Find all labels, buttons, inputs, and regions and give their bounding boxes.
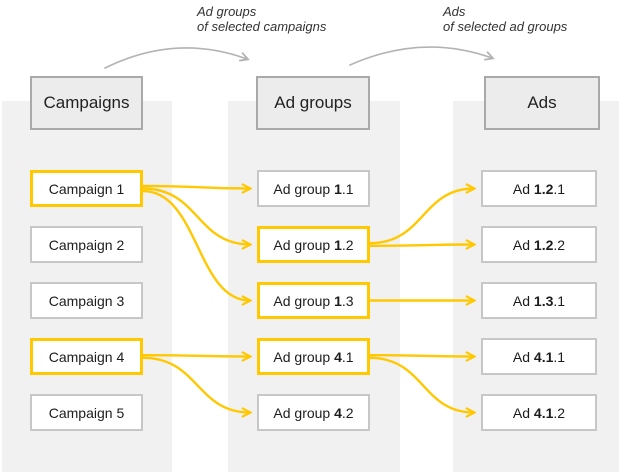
item-label: Campaign 4: [48, 348, 125, 365]
item-label: Campaign 2: [48, 236, 125, 253]
item-label: Campaign 1: [48, 180, 125, 197]
ad-group-1.3-box: Ad group 1.3: [257, 282, 370, 319]
connection-campaign-1-to-ad-group-1.1: [141, 186, 250, 189]
ad-4.1.2-box: Ad 4.1.2: [481, 394, 597, 431]
connection-campaign-4-to-ad-group-4.2: [141, 356, 250, 413]
flow-label-line: Ad groups: [197, 4, 257, 19]
ad-groups-header: Ad groups: [256, 76, 370, 130]
campaign-2-box: Campaign 2: [30, 226, 143, 263]
campaigns-to-ad-groups-arrow: [104, 47, 250, 69]
ad-1.3.1-box: Ad 1.3.1: [481, 282, 597, 319]
connection-ad-group-4.1-to-ad-4.1.2: [368, 356, 474, 413]
campaign-1-box: Campaign 1: [30, 170, 143, 207]
ads-header: Ads: [484, 76, 600, 130]
ad-4.1.1-box: Ad 4.1.1: [481, 338, 597, 375]
item-label: Ad group: [273, 180, 335, 197]
item-label: Ad group: [273, 236, 335, 253]
ad-1.2.2-box: Ad 1.2.2: [481, 226, 597, 263]
ad-1.2.1-box: Ad 1.2.1: [481, 170, 597, 207]
connection-campaign-1-to-ad-group-1.2: [141, 187, 250, 245]
item-label: Ad group: [273, 404, 335, 421]
connection-ad-group-1.2-to-ad-1.2.2: [368, 245, 474, 246]
campaign-4-box: Campaign 4: [30, 338, 143, 375]
item-label: Campaign 5: [48, 404, 125, 421]
flow-label-line: Ads: [443, 4, 466, 19]
item-label: Ad: [512, 404, 534, 421]
ad-group-1.1-box: Ad group 1.1: [257, 170, 370, 207]
item-label: Campaign 3: [48, 292, 125, 309]
flow-label-ad-groups: Ad groups of selected campaigns: [197, 4, 326, 34]
item-label: Ad: [512, 292, 534, 309]
flow-label-ads: Ads of selected ad groups: [443, 4, 567, 34]
item-label: Ad: [512, 180, 534, 197]
ad-group-4.2-box: Ad group 4.2: [257, 394, 370, 431]
ad-group-1.2-box: Ad group 1.2: [257, 226, 370, 263]
campaign-5-box: Campaign 5: [30, 394, 143, 431]
connection-ad-group-4.1-to-ad-4.1.1: [368, 355, 474, 356]
item-label: Ad: [512, 348, 534, 365]
campaign-3-box: Campaign 3: [30, 282, 143, 319]
campaigns-header: Campaigns: [30, 76, 143, 130]
ad-groups-to-ads-arrow: [349, 46, 495, 66]
ad-group-4.1-box: Ad group 4.1: [257, 338, 370, 375]
item-label: Ad group: [273, 348, 335, 365]
item-label: Ad group: [273, 292, 335, 309]
item-label: Ad: [512, 236, 534, 253]
connection-campaign-1-to-ad-group-1.3: [141, 189, 250, 300]
flow-label-line: of selected campaigns: [197, 19, 327, 34]
connection-ad-group-1.2-to-ad-1.2.1: [368, 189, 474, 245]
flow-label-line: of selected ad groups: [443, 19, 568, 34]
connection-campaign-4-to-ad-group-4.1: [141, 355, 250, 356]
